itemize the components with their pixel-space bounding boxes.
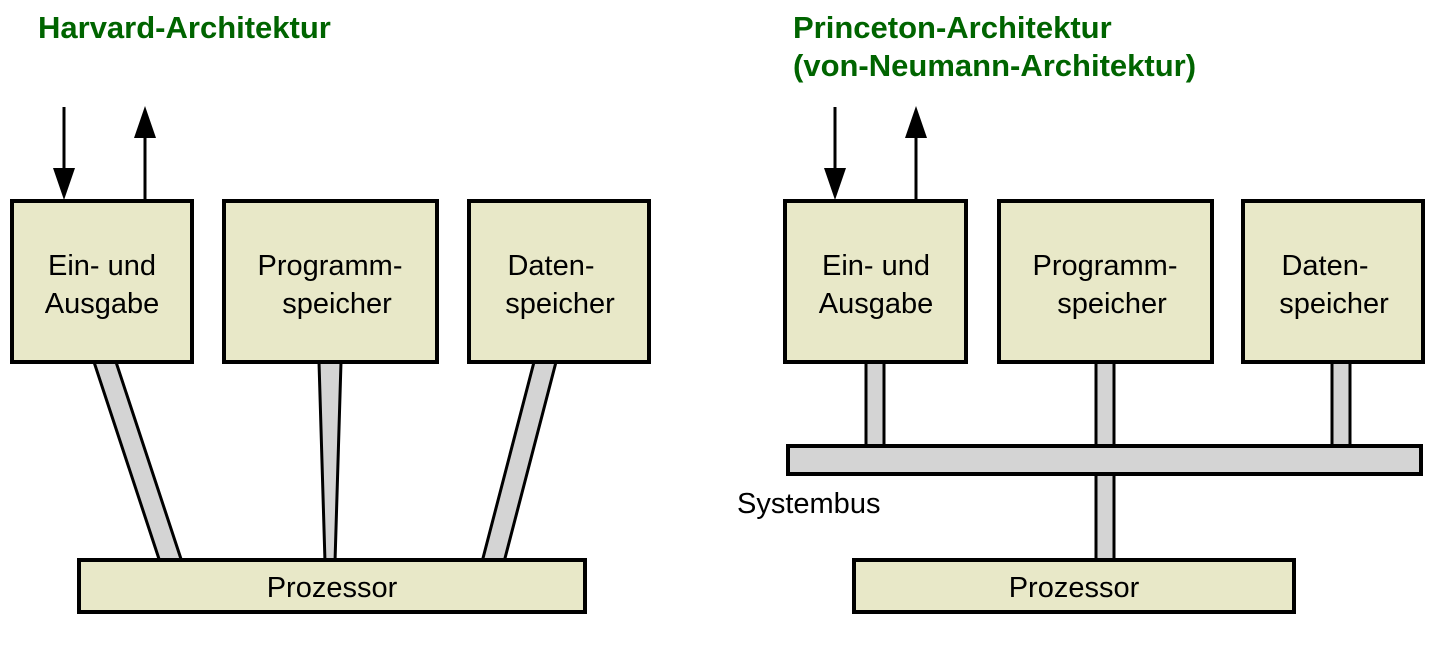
harvard-connector-program-memory <box>317 360 343 564</box>
harvard-box-io[interactable]: Ein- und Ausgabe <box>10 199 194 364</box>
princeton-box-processor[interactable]: Prozessor <box>852 558 1296 614</box>
harvard-input-arrow <box>53 107 75 200</box>
harvard-box-data-memory[interactable]: Daten- speicher <box>467 199 651 364</box>
harvard-box-io-line2: Ausgabe <box>45 288 160 320</box>
princeton-box-data-memory-line2: speicher <box>1279 288 1389 320</box>
princeton-diagram: Princeton-Architektur (von-Neumann-Archi… <box>737 10 1425 614</box>
princeton-box-io[interactable]: Ein- und Ausgabe <box>783 199 968 364</box>
princeton-output-arrow <box>905 106 927 201</box>
princeton-box-program-memory-line2: speicher <box>1057 288 1167 320</box>
princeton-title-line2: (von-Neumann-Architektur) <box>793 48 1196 83</box>
princeton-box-data-memory[interactable]: Daten- speicher <box>1241 199 1425 364</box>
harvard-box-program-memory-line2: speicher <box>282 288 392 320</box>
princeton-system-bus-label: Systembus <box>737 488 880 520</box>
princeton-box-program-memory-line1: Programm- <box>1032 250 1177 282</box>
harvard-box-processor[interactable]: Prozessor <box>77 558 587 614</box>
princeton-system-bus <box>786 444 1423 476</box>
princeton-box-data-memory-line1: Daten- <box>1281 250 1368 282</box>
harvard-title: Harvard-Architektur <box>38 10 331 45</box>
princeton-connector-processor <box>1094 468 1116 565</box>
harvard-box-data-memory-line1: Daten- <box>507 250 594 282</box>
princeton-box-io-line1: Ein- und <box>822 250 930 282</box>
harvard-connector-data-memory <box>480 360 558 564</box>
princeton-connector-io <box>864 360 886 452</box>
harvard-diagram: Harvard-Architektur <box>10 10 651 614</box>
harvard-output-arrow <box>134 106 156 201</box>
princeton-input-arrow <box>824 107 846 200</box>
princeton-connector-program-memory <box>1094 360 1116 452</box>
princeton-connector-data-memory <box>1330 360 1352 452</box>
harvard-processor-label: Prozessor <box>267 572 398 604</box>
princeton-processor-label: Prozessor <box>1009 572 1140 604</box>
princeton-title-line1: Princeton-Architektur <box>793 10 1112 45</box>
harvard-connector-io <box>91 360 185 564</box>
harvard-box-program-memory-line1: Programm- <box>257 250 402 282</box>
harvard-box-io-line1: Ein- und <box>48 250 156 282</box>
princeton-box-program-memory[interactable]: Programm- speicher <box>997 199 1214 364</box>
princeton-box-io-line2: Ausgabe <box>819 288 934 320</box>
harvard-box-data-memory-line2: speicher <box>505 288 615 320</box>
harvard-box-program-memory[interactable]: Programm- speicher <box>222 199 439 364</box>
